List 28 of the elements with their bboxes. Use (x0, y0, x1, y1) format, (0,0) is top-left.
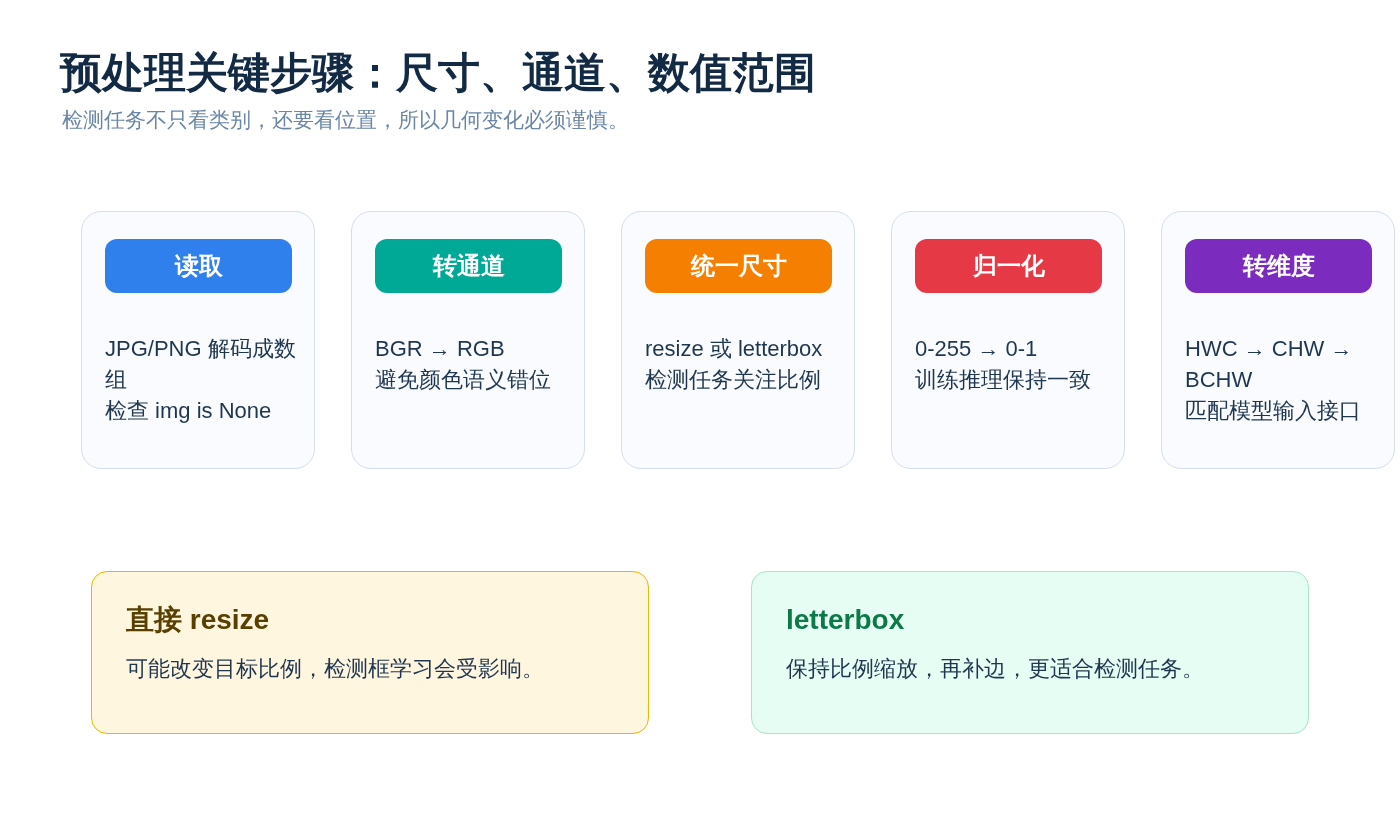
step-card (621, 211, 855, 469)
step-description: 训练推理保持一致 (915, 366, 1092, 394)
step-description: JPG/PNG 解码成数组 (105, 335, 297, 394)
step-card (81, 211, 315, 469)
step-description: 检测任务关注比例 (645, 366, 822, 394)
note-heading: 直接 resize (126, 603, 270, 637)
note-text: 保持比例缩放，再补边，更适合检测任务。 (786, 655, 1204, 683)
note-text: 可能改变目标比例，检测框学习会受影响。 (126, 655, 544, 683)
step-description: HWC → CHW → BCHW (1185, 335, 1354, 394)
step-card (891, 211, 1125, 469)
step-tag: 读取 (105, 239, 292, 293)
note-card (91, 571, 649, 734)
step-tag: 转维度 (1185, 239, 1372, 293)
step-description: 0-255 → 0-1 (915, 335, 1039, 363)
step-description: BGR → RGB (375, 335, 506, 363)
note-card (751, 571, 1309, 734)
step-description: resize 或 letterbox (645, 335, 824, 363)
step-card (1161, 211, 1395, 469)
step-description: 匹配模型输入接口 (1185, 397, 1362, 425)
step-tag: 转通道 (375, 239, 562, 293)
subtitle: 检测任务不只看类别，还要看位置，所以几何变化必须谨慎。 (62, 107, 629, 133)
note-heading: letterbox (786, 603, 905, 637)
step-tag: 归一化 (915, 239, 1102, 293)
step-card (351, 211, 585, 469)
step-tag: 统一尺寸 (645, 239, 832, 293)
step-description: 避免颜色语义错位 (375, 366, 552, 394)
title: 预处理关键步骤：尺寸、通道、数值范围 (60, 48, 816, 98)
step-description: 检查 img is None (105, 397, 273, 425)
